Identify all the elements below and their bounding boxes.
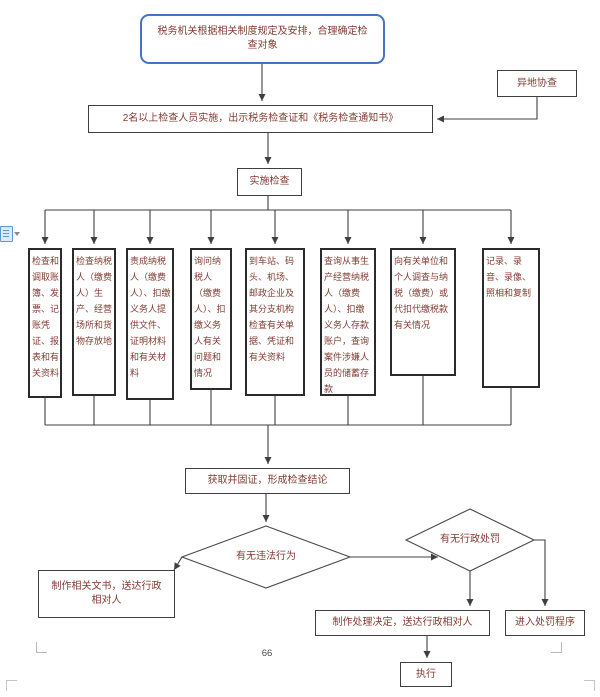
method-node-check-stations: 到车站、码头、机场、邮政企业及其分支机构检查有关单据、凭证和有关资料 [245,248,305,396]
start-node: 税务机关根据相关制度规定及安排，合理确定检查对象 [140,14,385,64]
remote-assist-node: 异地协查 [497,70,577,97]
method-node-investigate-units: 向有关单位和个人调查与纳税（缴费）或代扣代缴税款有关情况 [390,248,456,376]
page-margin-mark [6,680,17,691]
method-node-inquire-taxpayer: 询问纳税人（缴费人）、扣缴义务人有关问题和情况 [190,248,232,390]
implement-inspection-node: 实施检查 [237,168,302,196]
inspectors-node: 2名以上检查人员实施，出示税务检查证和《税务检查通知书》 [88,105,433,133]
method-node-query-accounts: 查询从事生产经营纳税人（缴费人）、扣缴义务人存款账户，查询案件涉嫌人员的储蓄存款 [320,248,376,396]
make-decision-node: 制作处理决定，送达行政相对人 [315,610,490,636]
page-margin-mark [584,680,595,691]
page-margin-mark [551,642,562,653]
method-node-order-documents: 责成纳税人（缴费人）、扣缴义务人提供文件、证明材料和有关材料 [126,248,174,400]
method-node-record-copy: 记录、录音、录像、照相和复制 [482,248,540,388]
document-sheet-icon [0,226,13,242]
execute-node: 执行 [400,662,452,687]
method-node-check-premises: 检查纳税人（缴费人）生产、经营场所和货物存放地 [72,248,116,396]
page-number: 66 [261,648,273,659]
decision-illegal-label: 有无违法行为 [236,551,296,562]
conclusion-node: 获取并固证，形成检查结论 [185,468,350,494]
method-node-check-books: 检查和调取账簿、发票、记账凭证、报表和有关资料 [28,248,62,398]
decision-penalty-label: 有无行政处罚 [440,534,500,545]
paste-options-icon[interactable] [0,226,20,243]
page-margin-mark [36,642,47,653]
enter-penalty-node: 进入处罚程序 [505,610,585,636]
chevron-down-icon [14,232,20,236]
make-documents-node: 制作相关文书，送达行政相对人 [38,570,175,618]
